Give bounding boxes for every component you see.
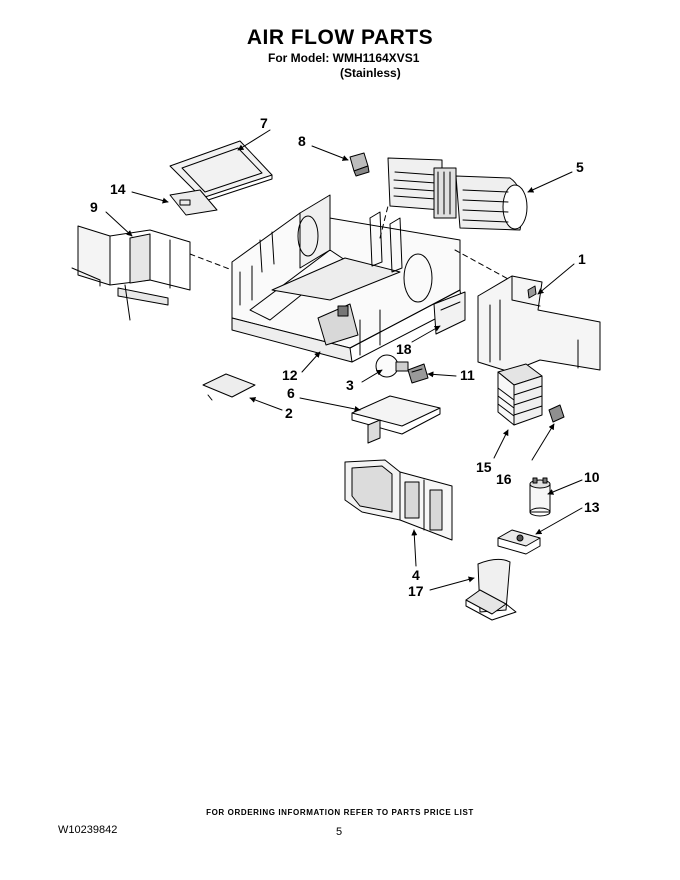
page-number: 5 [336, 826, 343, 838]
page-title: AIR FLOW PARTS [246, 26, 434, 49]
callout-3: 3 [346, 377, 354, 393]
callout-8: 8 [298, 133, 306, 149]
callout-11: 11 [460, 367, 475, 383]
part-7-filter [169, 140, 273, 203]
part-4-vent-panel [344, 459, 453, 541]
part-18-plate [433, 291, 466, 335]
leader-arrows [105, 129, 583, 591]
part-3-lamp [375, 354, 409, 378]
callout-6: 6 [287, 385, 295, 401]
callout-1: 1 [578, 251, 586, 267]
finish-label: (Stainless) [340, 66, 401, 80]
callout-16: 16 [496, 471, 512, 487]
model-line: For Model: WMH1164XVS1 [268, 51, 420, 65]
callout-17: 17 [408, 583, 424, 599]
airflow-housing [231, 194, 463, 363]
part-13-bracket [497, 529, 541, 555]
callout-10: 10 [584, 469, 600, 485]
callout-9: 9 [90, 199, 98, 215]
part-6-plate [351, 395, 441, 444]
callout-12: 12 [282, 367, 298, 383]
part-17-shield [465, 558, 517, 621]
document-number: W10239842 [58, 824, 118, 836]
part-5-blower-motor [387, 157, 528, 231]
part-8-switch [349, 152, 370, 177]
callout-5: 5 [576, 159, 584, 175]
part-1-duct [477, 275, 601, 373]
assembly-guide-lines [189, 205, 511, 281]
part-9-vent-bracket [71, 225, 191, 321]
part-16-component [548, 404, 565, 423]
part-2-plate [202, 373, 256, 401]
callout-15: 15 [476, 459, 492, 475]
ordering-note: FOR ORDERING INFORMATION REFER TO PARTS … [206, 808, 474, 817]
part-11-socket [407, 363, 429, 384]
part-10-capacitor [529, 477, 551, 517]
callout-13: 13 [584, 499, 600, 515]
callout-7: 7 [260, 115, 268, 131]
part-15-transformer [497, 363, 543, 426]
callout-labels: 1 2 3 4 5 6 7 8 9 10 11 12 13 14 15 16 1… [90, 115, 600, 599]
callout-18: 18 [396, 341, 412, 357]
callout-14: 14 [110, 181, 126, 197]
part-14-plate [169, 189, 218, 216]
callout-2: 2 [285, 405, 293, 421]
callout-4: 4 [412, 567, 420, 583]
